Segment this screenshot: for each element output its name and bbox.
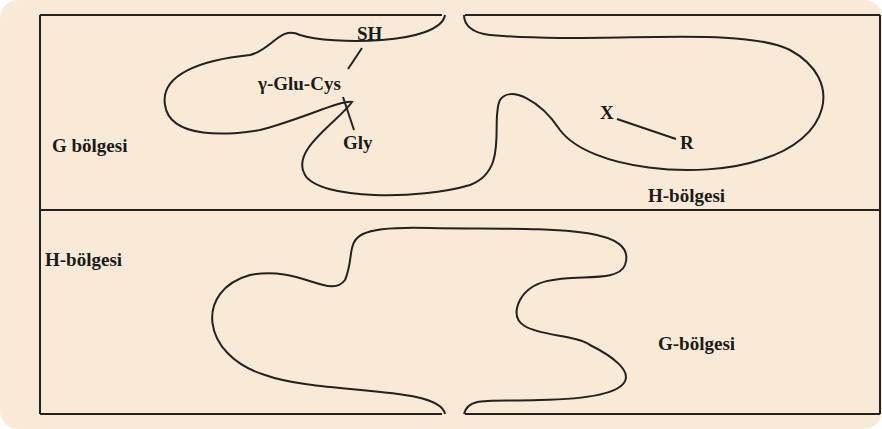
region-label: H-bölgesi — [648, 186, 725, 207]
region-label: H-bölgesi — [45, 250, 122, 271]
bond-label: SH — [357, 24, 382, 45]
region-label: G bölgesi — [52, 136, 127, 157]
site-label: X — [600, 103, 614, 124]
site-label: R — [680, 133, 694, 154]
region-label: G-bölgesi — [658, 334, 735, 355]
residue-label: γ-Glu-Cys — [258, 74, 341, 95]
residue-label: Gly — [343, 133, 373, 154]
